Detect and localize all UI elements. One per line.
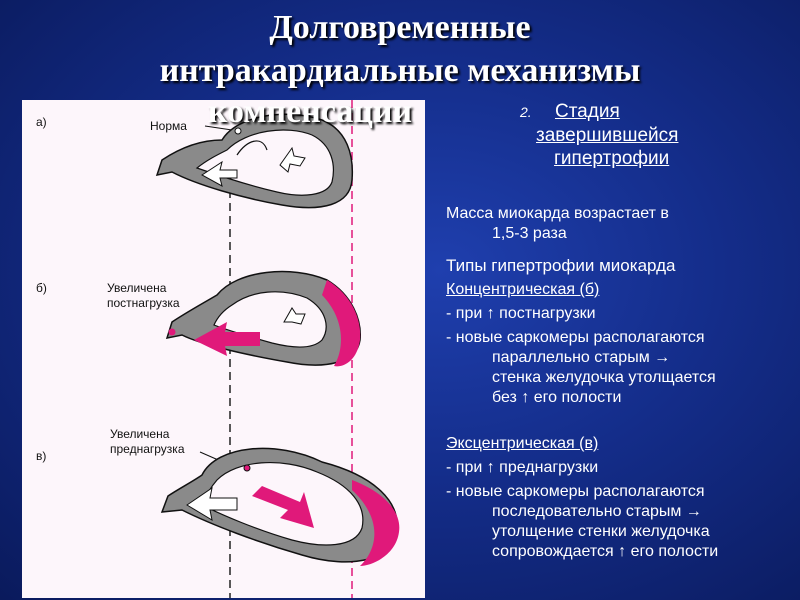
label-norm: Норма (150, 119, 187, 133)
title-line-1: Долговременные (269, 9, 531, 46)
heart-normal (155, 113, 354, 209)
label-afterload-1: Увеличена (107, 281, 167, 295)
concentric-item-2-line-4: без ↑ его полости (492, 389, 622, 406)
concentric-item-2-line-1: - новые саркомеры располагаются (446, 329, 705, 346)
title-line-2: интракардиальные механизмы (159, 52, 641, 89)
heart-eccentric (160, 447, 400, 566)
eccentric-item-2-line-4: сопровождается ↑ его полости (492, 543, 719, 560)
concentric-item-2-line-3: стенка желудочка утолщается (492, 369, 716, 386)
description-text: Масса миокарда возрастает в 1,5-3 раза Т… (446, 204, 791, 562)
mass-line-1: Масса миокарда возрастает в (446, 205, 669, 222)
label-v: в) (36, 449, 46, 463)
types-heading: Типы гипертрофии миокарда (446, 256, 676, 275)
title-line-3: компенсации (207, 93, 413, 130)
stage-heading-line-2: завершившейся (536, 125, 679, 146)
eccentric-item-1: - при ↑ преднагрузки (446, 459, 599, 476)
stage-heading-line-1: Стадия (554, 101, 620, 122)
hypertrophy-figure: а) Норма б) Увеличена постнагрузка в) Ув… (22, 100, 425, 598)
mass-line-2: 1,5-3 раза (492, 225, 567, 242)
stage-heading-line-3: гипертрофии (554, 148, 670, 169)
eccentric-item-2-line-2: последовательно старым → (492, 503, 702, 520)
stage-number: 2. (520, 104, 532, 120)
label-a: а) (36, 115, 47, 129)
eccentric-title: Эксцентрическая (в) (446, 435, 599, 452)
eccentric-item-2-line-1: - новые саркомеры располагаются (446, 483, 705, 500)
label-b: б) (36, 281, 47, 295)
concentric-item-1: - при ↑ постнагрузки (446, 305, 596, 322)
heart-diagrams: а) Норма б) Увеличена постнагрузка в) Ув… (36, 100, 400, 598)
eccentric-item-2-line-3: утолщение стенки желудочка (492, 523, 710, 540)
label-preload-1: Увеличена (110, 427, 170, 441)
stage-heading: 2. Стадия завершившейся гипертрофии (520, 100, 760, 170)
label-preload-2: преднагрузка (110, 442, 185, 456)
label-afterload-2: постнагрузка (107, 296, 180, 310)
heart-concentric (165, 270, 361, 367)
concentric-title: Концентрическая (б) (446, 281, 600, 298)
concentric-item-2-line-2: параллельно старым → (492, 349, 671, 366)
